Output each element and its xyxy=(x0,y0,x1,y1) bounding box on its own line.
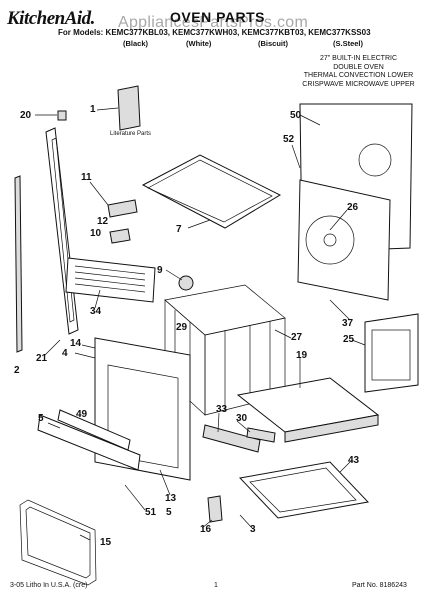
part-clip xyxy=(57,110,67,121)
footer-part-number: Part No. 8186243 xyxy=(352,582,407,589)
callout-11: 11 xyxy=(81,172,92,183)
callout-9: 9 xyxy=(157,265,163,276)
part-bracket-30 xyxy=(246,427,276,443)
part-gasket xyxy=(19,499,97,586)
callout-49: 49 xyxy=(76,409,88,420)
callout-10: 10 xyxy=(90,228,102,239)
part-door-strip xyxy=(57,409,131,451)
part-side-trim xyxy=(45,127,79,335)
part-fan-opening xyxy=(358,143,392,177)
callout-52: 52 xyxy=(283,134,295,145)
part-top-plate xyxy=(141,154,282,229)
part-drawer-pan xyxy=(238,461,370,519)
finish-white: (White) xyxy=(186,39,212,48)
page-title: OVEN PARTS xyxy=(170,9,265,25)
callout-43: 43 xyxy=(348,455,360,466)
callout-34: 34 xyxy=(90,306,102,317)
callout-50: 50 xyxy=(290,110,302,121)
callout-5b: 5 xyxy=(166,507,172,518)
part-vent-panel xyxy=(65,257,156,303)
part-hinge-10 xyxy=(109,228,131,244)
part-drawer-pan-inner xyxy=(249,467,357,513)
footer-page-number: 1 xyxy=(214,582,218,589)
part-top-plate-edge xyxy=(147,159,273,223)
part-literature xyxy=(117,85,141,131)
part-hinge-12 xyxy=(107,199,138,218)
product-description: 27" BUILT-IN ELECTRIC DOUBLE OVEN THERMA… xyxy=(286,55,431,89)
callout-2: 2 xyxy=(14,365,20,376)
footer-litho: 3-05 Litho In U.S.A. (cre) xyxy=(10,582,88,589)
description-line: 27" BUILT-IN ELECTRIC xyxy=(319,55,398,62)
finish-steel: (S.Steel) xyxy=(333,39,364,48)
callout-26: 26 xyxy=(347,202,359,213)
callout-30: 30 xyxy=(236,413,248,424)
callout-19: 19 xyxy=(296,350,308,361)
callout-7: 7 xyxy=(176,224,182,235)
part-fan-housing xyxy=(297,179,391,301)
part-rear-cover xyxy=(364,313,419,393)
part-fan xyxy=(305,215,355,265)
part-front-frame-window xyxy=(107,364,179,469)
callout-27: 27 xyxy=(291,332,303,343)
part-strip xyxy=(14,175,23,353)
callout-16: 16 xyxy=(200,524,212,535)
part-door-trim xyxy=(37,414,141,471)
leader-lines xyxy=(35,107,366,541)
callout-37: 37 xyxy=(342,318,354,329)
callout-14: 14 xyxy=(70,338,82,349)
callout-1: 1 xyxy=(90,104,96,115)
description-line: CRISPWAVE MICROWAVE UPPER xyxy=(302,80,415,88)
part-gasket-inner xyxy=(25,506,91,579)
model-list: For Models: KEMC377KBL03, KEMC377KWH03, … xyxy=(58,28,371,37)
callout-29: 29 xyxy=(176,322,188,333)
callout-20: 20 xyxy=(20,110,32,121)
literature-label: Literature Parts xyxy=(110,131,152,137)
part-side-trim-inner xyxy=(51,137,75,323)
part-rear-cover-inset xyxy=(371,329,411,381)
part-fan-hub xyxy=(323,233,337,247)
vent-slots xyxy=(74,265,146,293)
callout-33: 33 xyxy=(216,404,228,415)
part-latch xyxy=(207,495,223,523)
part-bracket-33 xyxy=(202,424,261,453)
callout-21: 21 xyxy=(36,353,48,364)
callout-3: 3 xyxy=(250,524,256,535)
finish-biscuit: (Biscuit) xyxy=(258,39,288,48)
callout-13: 13 xyxy=(165,493,177,504)
watermark: AppliancesPartsPros.com xyxy=(118,14,309,31)
description-line: THERMAL CONVECTION LOWER xyxy=(303,72,414,79)
callout-4: 4 xyxy=(62,348,68,359)
callout-12: 12 xyxy=(97,216,109,227)
brand-logo: KitchenAid. xyxy=(7,8,95,29)
part-knob xyxy=(178,275,194,291)
callout-15: 15 xyxy=(100,537,112,548)
description-line: DOUBLE OVEN xyxy=(333,63,384,71)
callout-5: 5 xyxy=(38,413,44,424)
finish-black: (Black) xyxy=(123,39,149,48)
callout-25: 25 xyxy=(343,334,355,345)
part-bottom-tray-side xyxy=(284,414,379,443)
callout-51: 51 xyxy=(145,507,157,518)
